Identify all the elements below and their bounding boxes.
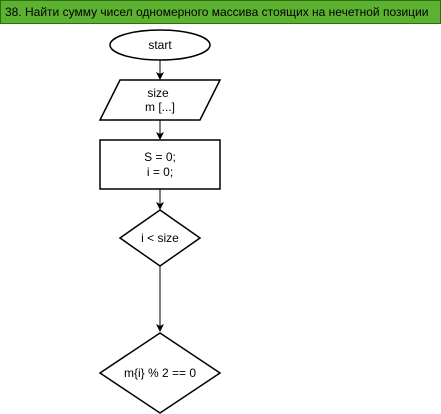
start-label: start	[148, 38, 172, 52]
loop-condition-label: i < size	[141, 231, 179, 245]
parity-condition-label: m{i} % 2 == 0	[124, 366, 196, 380]
diagram-title-bar: 38. Найти сумму чисел одномерного массив…	[0, 0, 441, 24]
parity-condition-diamond[interactable]: m{i} % 2 == 0	[98, 332, 222, 414]
start-terminator[interactable]: start	[109, 29, 211, 61]
input-parallelogram[interactable]: size m [...]	[98, 79, 222, 121]
init-label-sum: S = 0;	[144, 150, 176, 164]
init-label-index: i = 0;	[147, 165, 173, 179]
input-label-array: m [...]	[145, 100, 175, 114]
diagram-title: 38. Найти сумму чисел одномерного массив…	[5, 5, 429, 19]
init-process-box[interactable]: S = 0; i = 0;	[99, 139, 221, 190]
input-label-size: size	[147, 86, 169, 100]
loop-condition-diamond[interactable]: i < size	[118, 209, 202, 267]
